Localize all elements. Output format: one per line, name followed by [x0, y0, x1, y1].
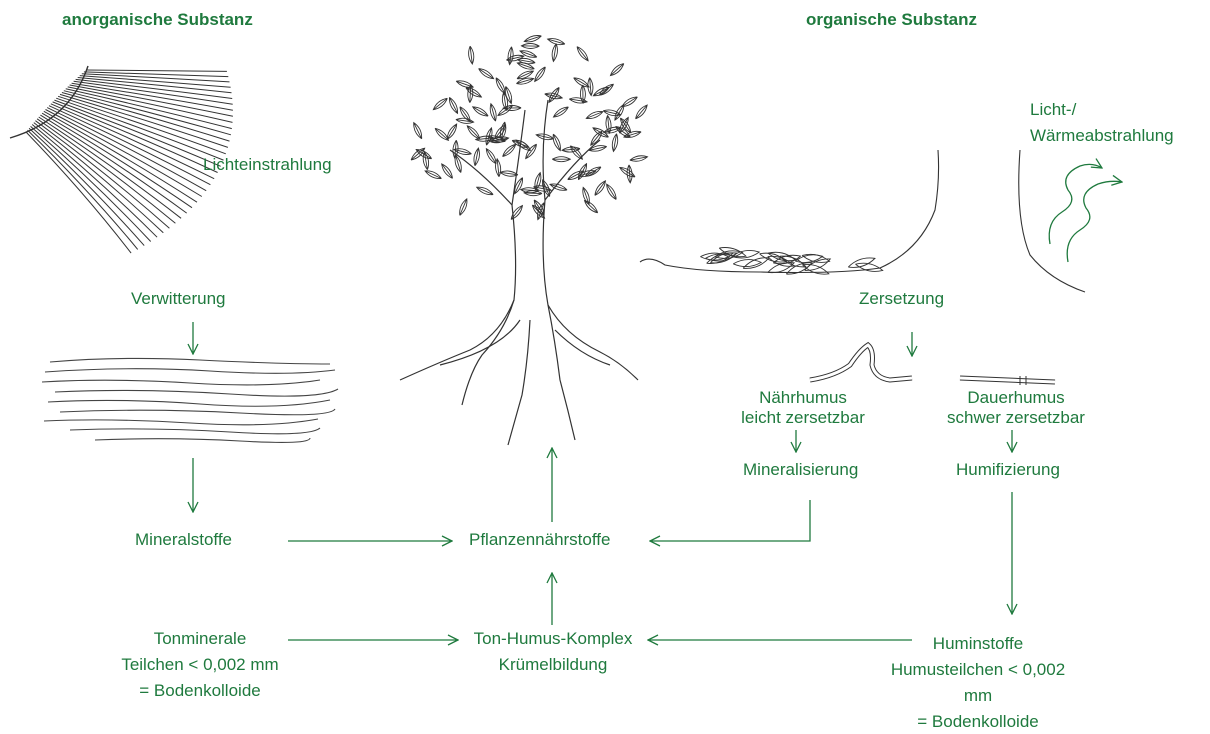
label-ton-humus-line2: Krümelbildung: [455, 655, 651, 675]
label-pflanzennaehrstoffe: Pflanzennährstoffe: [469, 530, 610, 550]
label-tonminerale: Tonminerale Teilchen < 0,002 mm = Bodenk…: [90, 629, 310, 701]
tree-leaf: [609, 62, 626, 78]
tree-leaf: [634, 103, 649, 120]
tree-leaf: [523, 34, 542, 44]
tree-leaf: [488, 103, 497, 122]
worm-sketch: [810, 345, 1055, 385]
tree-leaf: [440, 162, 455, 179]
tree-leaf: [509, 204, 524, 221]
sun-ray-line: [42, 113, 192, 208]
tree-leaf: [455, 79, 474, 90]
heat-wave-arrows: [1049, 164, 1122, 262]
label-dauerhumus-line2: schwer zersetzbar: [928, 408, 1104, 428]
label-huminstoffe-line4: = Bodenkolloide: [870, 712, 1086, 732]
leaf-litter-sketch: [640, 150, 1085, 292]
sun-ray-line: [84, 72, 228, 77]
sun-ray-line: [31, 126, 151, 241]
tree-leaf: [536, 132, 555, 141]
tree-leaf: [447, 96, 460, 114]
sun-ray-line: [29, 128, 144, 245]
tree-sketch: [400, 34, 649, 445]
sun-ray-line: [37, 119, 175, 224]
sun-rays-sketch: [10, 66, 233, 253]
tree-leaf: [575, 45, 590, 62]
label-naehrhumus-line2: leicht zersetzbar: [723, 408, 883, 428]
tree-leaf: [626, 165, 632, 183]
tree-leaf: [629, 154, 648, 162]
label-dauerhumus-line1: Dauerhumus: [928, 388, 1104, 408]
tree-leaf: [412, 122, 424, 140]
tree-leaf: [468, 46, 475, 64]
label-lichteinstrahlung: Lichteinstrahlung: [203, 155, 332, 175]
label-tonminerale-line2: Teilchen < 0,002 mm: [90, 655, 310, 675]
label-ton-humus-line1: Ton-Humus-Komplex: [455, 629, 651, 649]
tree-leaf: [473, 148, 481, 167]
tree-leaf: [521, 43, 539, 48]
label-huminstoffe-line1: Huminstoffe: [870, 634, 1086, 654]
label-licht-waerme-line2: Wärmeabstrahlung: [1030, 126, 1174, 146]
tree-leaf: [551, 133, 563, 152]
tree-leaf: [445, 123, 459, 141]
tree-leaf: [593, 179, 608, 197]
tree-leaf: [524, 143, 539, 160]
sun-ray-line: [54, 100, 220, 166]
label-humifizierung: Humifizierung: [956, 460, 1060, 480]
tree-leaf: [569, 144, 585, 161]
tree-leaf: [613, 103, 626, 121]
tree-leaf: [611, 133, 619, 152]
sun-ray-line: [34, 123, 164, 233]
label-ton-humus-komplex: Ton-Humus-Komplex Krümelbildung: [455, 629, 651, 675]
label-naehrhumus: Nährhumus leicht zersetzbar: [723, 388, 883, 428]
label-verwitterung: Verwitterung: [131, 289, 226, 309]
flow-arrows: [193, 322, 1012, 640]
tree-leaf: [605, 183, 619, 201]
label-huminstoffe-line2: Humusteilchen < 0,002: [870, 660, 1086, 680]
tree-leaf: [552, 157, 570, 162]
sun-ray-line: [26, 132, 131, 253]
label-naehrhumus-line1: Nährhumus: [723, 388, 883, 408]
sun-ray-line: [72, 83, 233, 110]
tree-leaf: [476, 185, 494, 197]
label-huminstoffe-line3: mm: [870, 686, 1086, 706]
label-mineralisierung: Mineralisierung: [743, 460, 858, 480]
tree-leaf: [583, 199, 600, 215]
label-dauerhumus: Dauerhumus schwer zersetzbar: [928, 388, 1104, 428]
tree-leaf: [524, 190, 542, 196]
tree-leaf: [432, 96, 449, 111]
tree-leaf: [501, 142, 518, 158]
tree-leaf: [471, 105, 489, 119]
sun-ray-line: [28, 130, 138, 249]
label-huminstoffe: Huminstoffe Humusteilchen < 0,002 mm = B…: [870, 634, 1086, 732]
label-tonminerale-line3: = Bodenkolloide: [90, 681, 310, 701]
sun-ray-line: [76, 79, 233, 98]
label-licht-waerme: Licht-/ Wärmeabstrahlung: [1030, 100, 1174, 146]
tree-leaf: [477, 66, 495, 80]
sun-ray-line: [86, 70, 227, 71]
tree-leaf: [456, 117, 475, 124]
sun-ray-line: [47, 108, 206, 191]
sun-ray-line: [32, 125, 157, 238]
label-licht-waerme-line1: Licht-/: [1030, 100, 1174, 120]
tree-leaf: [551, 43, 559, 62]
tree-leaf: [533, 65, 548, 83]
label-zersetzung: Zersetzung: [859, 289, 944, 309]
arrow-mineralisierung-pflanzen: [650, 500, 810, 541]
tree-leaf: [424, 169, 442, 181]
label-tonminerale-line1: Tonminerale: [90, 629, 310, 649]
tree-leaf: [552, 105, 570, 119]
tree-leaf: [457, 198, 469, 217]
label-mineralstoffe: Mineralstoffe: [135, 530, 232, 550]
sun-ray-line: [40, 115, 186, 213]
rock-layers-sketch: [42, 358, 338, 442]
litter-leaf: [742, 255, 771, 272]
tree-leaf: [500, 170, 519, 177]
tree-leaf: [585, 109, 604, 120]
